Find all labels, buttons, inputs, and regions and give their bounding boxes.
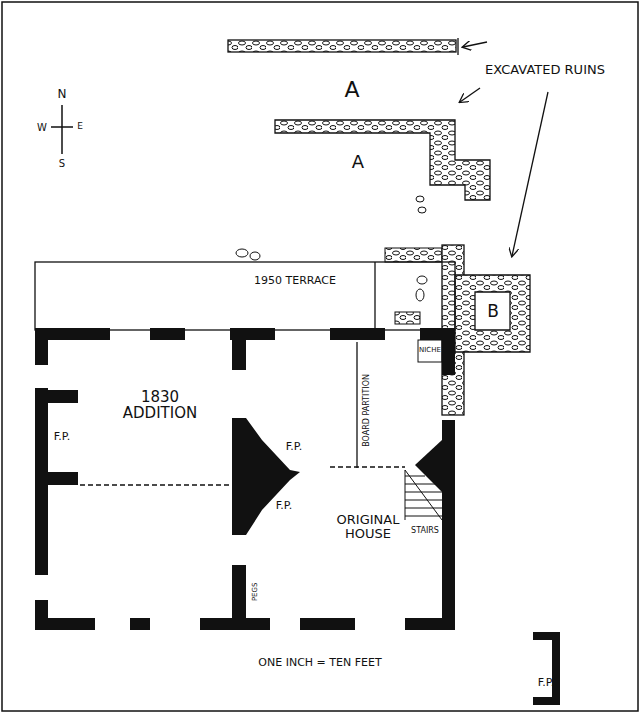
fireplace-label: F.P. — [54, 431, 70, 443]
compass-letter: N — [58, 88, 67, 101]
fireplace-label: F.P. — [286, 441, 302, 453]
fireplace-label: F.P. — [276, 500, 292, 512]
compass-letter: W — [37, 122, 47, 133]
area-letter: A — [352, 152, 364, 172]
room-label: 1830 ADDITION — [112, 389, 208, 422]
area-letter: A — [344, 78, 359, 102]
compass-letter: E — [77, 122, 83, 132]
room-label: 1950 TERRACE — [254, 275, 336, 287]
area-letter: B — [487, 302, 499, 321]
partition-label: BOARD PARTITION — [363, 374, 372, 447]
stairs-label: STAIRS — [411, 527, 439, 536]
niche-label: NICHE — [419, 347, 441, 355]
scale-note: ONE INCH = TEN FEET — [258, 657, 381, 669]
pegs-label: PEGS — [252, 583, 260, 602]
note: EXCAVATED RUINS — [485, 63, 605, 77]
compass-letter: S — [59, 158, 65, 169]
room-label: ORIGINAL HOUSE — [326, 513, 410, 542]
fireplace-label: F.P. — [538, 677, 554, 689]
